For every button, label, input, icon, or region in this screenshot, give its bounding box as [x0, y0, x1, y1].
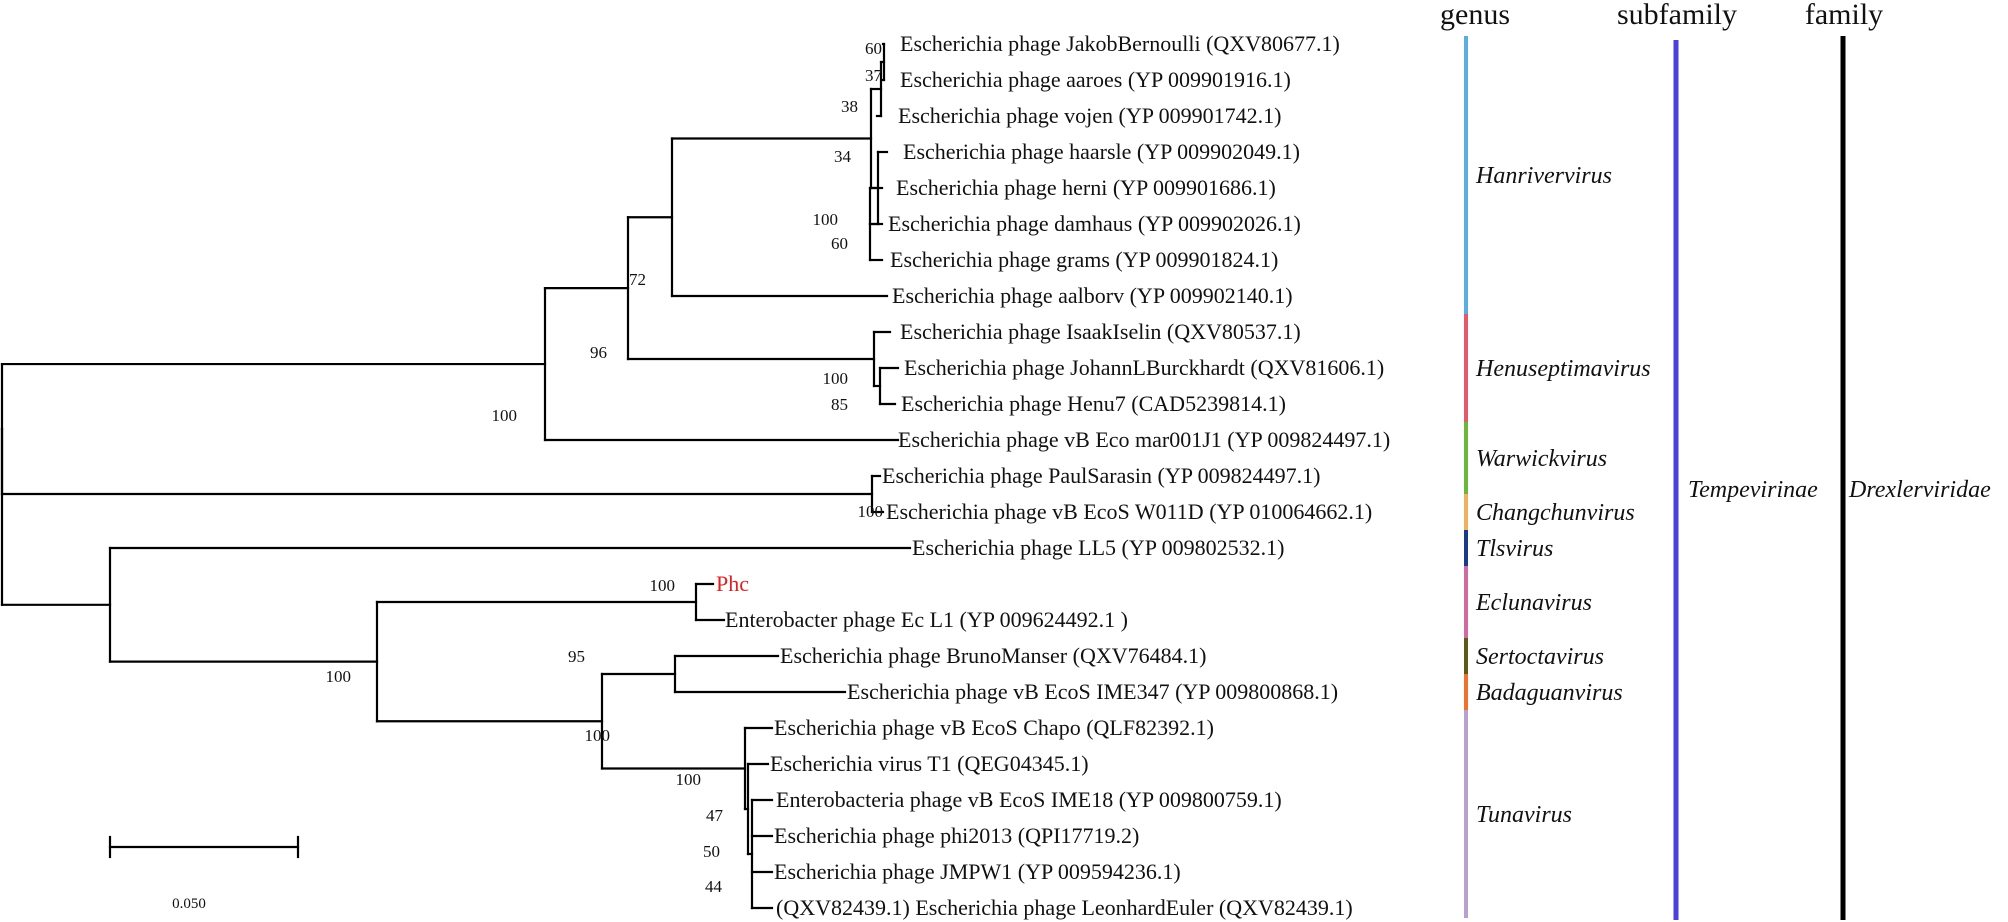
bootstrap-6: 72 [629, 270, 646, 289]
genus-label-tunavirus: Tunavirus [1476, 802, 1572, 828]
genus-label-changchunvirus: Changchunvirus [1476, 500, 1635, 526]
bootstrap-3: 34 [834, 147, 852, 166]
bootstrap-13: 100 [326, 667, 352, 686]
leaf-label-13: Escherichia phage vB EcoS W011D (YP 0100… [886, 499, 1372, 524]
genus-label-eclunavirus: Eclunavirus [1475, 590, 1592, 616]
leaf-label-21: Enterobacteria phage vB EcoS IME18 (YP 0… [776, 787, 1282, 812]
leaf-label-14: Escherichia phage LL5 (YP 009802532.1) [912, 535, 1284, 560]
scale-bar-label: 0.050 [172, 896, 206, 912]
bootstrap-19: 44 [705, 877, 723, 896]
bootstrap-labels: 60 37 38 34 100 60 72 96 100 100 85 100 100 100 95 100 1… [326, 39, 884, 896]
bootstrap-9: 100 [823, 369, 849, 388]
leaf-label-18: Escherichia phage vB EcoS IME347 (YP 009… [847, 679, 1338, 704]
leaf-label-9: Escherichia phage JohannLBurckhardt (QXV… [904, 355, 1384, 380]
family-label: Drexlerviridae [1848, 477, 1991, 503]
bootstrap-18: 50 [703, 842, 720, 861]
leaf-label-7: Escherichia phage aalborv (YP 009902140.… [892, 283, 1293, 308]
leaf-label-2: Escherichia phage vojen (YP 009901742.1) [898, 103, 1281, 128]
bootstrap-15: 100 [585, 726, 611, 745]
genus-label-henuseptimavirus: Henuseptimavirus [1475, 356, 1651, 382]
genus-header: genus [1440, 0, 1510, 31]
bootstrap-14: 95 [568, 647, 585, 666]
bootstrap-4: 100 [813, 210, 839, 229]
scale-bar: 0.050 [108, 835, 300, 912]
bootstrap-7: 96 [590, 343, 607, 362]
leaf-label-3: Escherichia phage haarsle (YP 009902049.… [903, 139, 1300, 164]
genus-label-badaguanvirus: Badaguanvirus [1476, 680, 1623, 706]
leaf-label-12: Escherichia phage PaulSarasin (YP 009824… [882, 463, 1320, 488]
leaf-label-22: Escherichia phage phi2013 (QPI17719.2) [774, 823, 1139, 848]
leaf-label-19: Escherichia phage vB EcoS Chapo (QLF8239… [774, 715, 1214, 740]
genus-label-warwickvirus: Warwickvirus [1476, 446, 1607, 472]
leaf-label-20: Escherichia virus T1 (QEG04345.1) [770, 751, 1089, 776]
bootstrap-0: 60 [865, 39, 882, 58]
leaf-labels: Escherichia phage JakobBernoulli (QXV806… [716, 31, 1390, 920]
leaf-label-10: Escherichia phage Henu7 (CAD5239814.1) [901, 391, 1286, 416]
leaf-label-17: Escherichia phage BrunoManser (QXV76484.… [780, 643, 1206, 668]
genus-label-tlsvirus: Tlsvirus [1476, 536, 1553, 562]
leaf-label-24: (QXV82439.1) Escherichia phage LeonhardE… [776, 895, 1353, 920]
bootstrap-5: 60 [831, 234, 848, 253]
genus-labels: HanrivervirusHenuseptimavirusWarwickviru… [1475, 163, 1651, 828]
bootstrap-8: 100 [492, 406, 518, 425]
leaf-label-5: Escherichia phage damhaus (YP 009902026.… [888, 211, 1301, 236]
bootstrap-10: 85 [831, 395, 848, 414]
leaf-label-15: Phc [716, 571, 749, 596]
leaf-label-11: Escherichia phage vB Eco mar001J1 (YP 00… [898, 427, 1390, 452]
bootstrap-11: 100 [858, 502, 884, 521]
subfamily-label: Tempevirinae [1688, 477, 1818, 503]
genus-label-hanrivervirus: Hanrivervirus [1475, 163, 1612, 189]
leaf-label-0: Escherichia phage JakobBernoulli (QXV806… [900, 31, 1340, 56]
leaf-label-8: Escherichia phage IsaakIselin (QXV80537.… [900, 319, 1301, 344]
bootstrap-16: 100 [676, 770, 702, 789]
leaf-label-23: Escherichia phage JMPW1 (YP 009594236.1) [774, 859, 1181, 884]
family-header: family [1805, 0, 1883, 31]
leaf-label-4: Escherichia phage herni (YP 009901686.1) [896, 175, 1276, 200]
leaf-label-16: Enterobacter phage Ec L1 (YP 009624492.1… [725, 607, 1128, 632]
genus-label-sertoctavirus: Sertoctavirus [1476, 644, 1604, 670]
bootstrap-1: 37 [865, 66, 883, 85]
tree-branches [0, 42, 912, 910]
leaf-label-1: Escherichia phage aaroes (YP 009901916.1… [900, 67, 1291, 92]
leaf-label-6: Escherichia phage grams (YP 009901824.1) [890, 247, 1278, 272]
bootstrap-12: 100 [650, 576, 676, 595]
subfamily-header: subfamily [1617, 0, 1737, 31]
bootstrap-17: 47 [706, 806, 724, 825]
bootstrap-2: 38 [841, 97, 858, 116]
